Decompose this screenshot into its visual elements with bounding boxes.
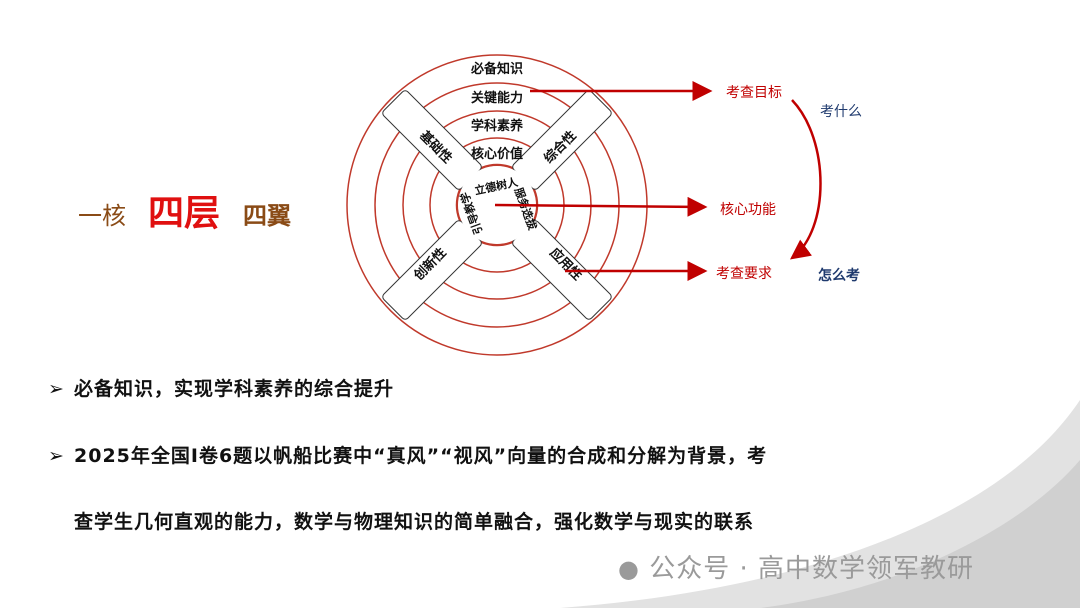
question-how: 怎么考 — [818, 267, 860, 284]
target-label: 考查要求 — [716, 266, 772, 282]
curved-arrow — [789, 99, 822, 260]
ring-label: 必备知识 — [470, 61, 523, 77]
ring-label: 关键能力 — [471, 90, 523, 106]
title-one-core: 一核 — [78, 202, 126, 230]
ring-label: 学科素养 — [471, 118, 524, 134]
watermark: ● 公众号 · 高中数学领军教研 — [618, 554, 975, 584]
question-what: 考什么 — [820, 104, 862, 120]
arrow-function — [494, 196, 708, 217]
target-label: 核心功能 — [720, 202, 776, 218]
bullet-2-continued: 查学生几何直观的能力，数学与物理知识的简单融合，强化数学与现实的联系 — [74, 511, 755, 533]
title-four-wings: 四翼 — [243, 202, 291, 230]
bullet-1: ➢必备知识，实现学科素养的综合提升 — [48, 378, 395, 400]
ring-outer — [346, 54, 648, 356]
bullet-2: ➢2025年全国I卷6题以帆船比赛中“真风”“视风”向量的合成和分解为背景，考 — [48, 445, 768, 467]
wechat-icon: ● — [618, 555, 640, 583]
ring-label: 核心价值 — [471, 146, 523, 162]
title-four-layers: 四层 — [148, 193, 221, 234]
target-label: 考查目标 — [726, 85, 782, 101]
